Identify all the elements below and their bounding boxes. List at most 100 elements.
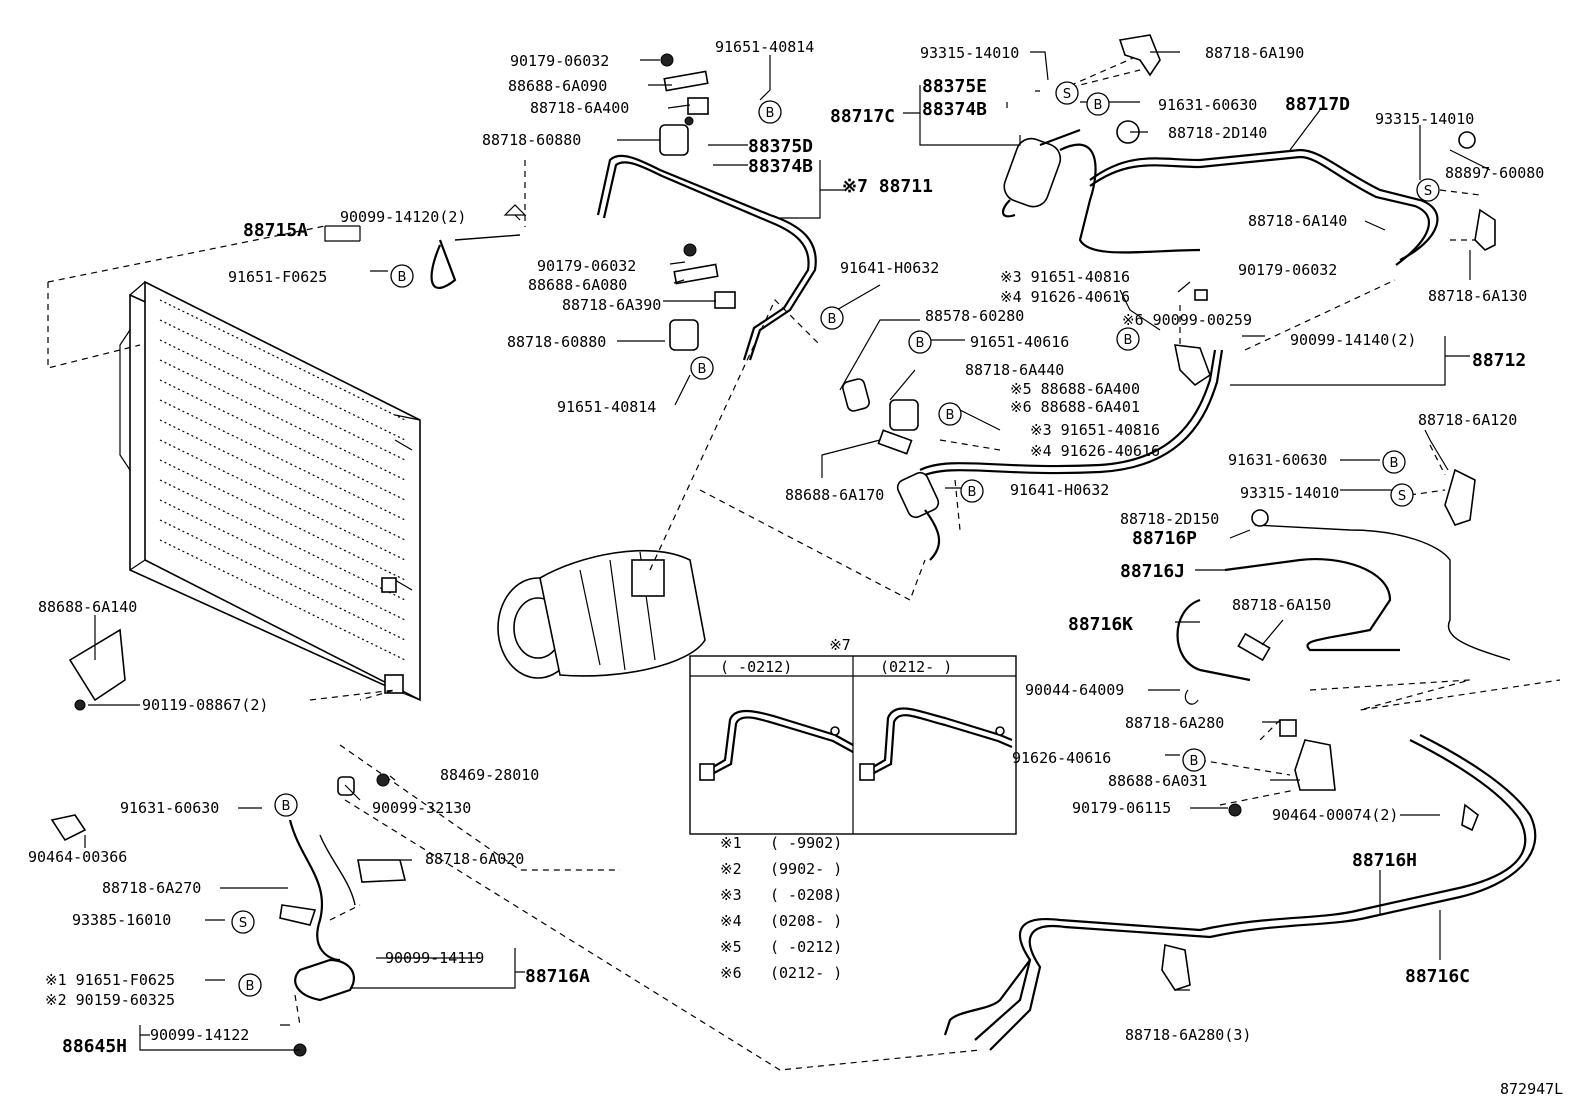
- part-label: ※4 91626-40616: [1030, 442, 1160, 460]
- svg-text:B: B: [946, 408, 955, 423]
- part-label: 90119-08867(2): [142, 696, 268, 714]
- legend-mark-2: ※2: [720, 860, 742, 878]
- svg-text:B: B: [282, 799, 291, 814]
- part-label: 91631-60630: [1228, 451, 1327, 469]
- pipes-and-hoses: [288, 128, 1537, 1051]
- marker-b: B: [1182, 748, 1206, 772]
- part-label: 90179-06115: [1072, 799, 1171, 817]
- part-label: 88718-6A280: [1125, 714, 1224, 732]
- part-label: 88645H: [62, 1036, 127, 1057]
- part-label: 88718-6A440: [965, 361, 1064, 379]
- part-label: 91631-60630: [1158, 96, 1257, 114]
- part-label: 91651-40814: [557, 398, 656, 416]
- part-label: 88718-2D140: [1168, 124, 1267, 142]
- svg-text:B: B: [1124, 333, 1133, 348]
- legend-range-2: (9902- ): [770, 860, 842, 878]
- compressor-drawing: [497, 549, 706, 679]
- marker-b: B: [238, 973, 262, 997]
- part-label: 91631-60630: [120, 799, 219, 817]
- part-label: 90044-64009: [1025, 681, 1124, 699]
- svg-text:B: B: [1390, 456, 1399, 471]
- legend: ※1 ( -9902) ※2 (9902- ) ※3 ( -0208) ※4 (…: [720, 834, 842, 982]
- part-label: 88717D: [1285, 94, 1350, 115]
- part-label: 93315-14010: [1375, 110, 1474, 128]
- inset-col1-header: ( -0212): [720, 658, 792, 676]
- part-label: 88716J: [1120, 561, 1185, 582]
- part-label: 88716P: [1132, 528, 1197, 549]
- part-label: 88718-6A190: [1205, 44, 1304, 62]
- small-parts: [50, 34, 1496, 1057]
- marker-b: B: [1116, 327, 1140, 351]
- part-label: 88718-2D150: [1120, 510, 1219, 528]
- part-label: 88716K: [1068, 614, 1133, 635]
- part-label: 88688-6A090: [508, 77, 607, 95]
- part-label: 90464-00074(2): [1272, 806, 1398, 824]
- svg-text:B: B: [246, 979, 255, 994]
- part-label: ※3 91651-40816: [1000, 268, 1130, 286]
- svg-text:S: S: [1063, 87, 1071, 102]
- svg-text:B: B: [398, 270, 407, 285]
- part-label: 88715A: [243, 220, 308, 241]
- part-label: 88578-60280: [925, 307, 1024, 325]
- part-label: ※6 90099-00259: [1122, 311, 1252, 329]
- part-label: 88688-6A080: [528, 276, 627, 294]
- part-label: 88374B: [922, 99, 987, 120]
- part-label: 88716C: [1405, 966, 1470, 987]
- legend-mark-5: ※5: [720, 938, 742, 956]
- part-label: ※1 91651-F0625: [45, 971, 175, 989]
- part-label: 90099-14120(2): [340, 208, 466, 226]
- part-label: 93385-16010: [72, 911, 171, 929]
- marker-b: B: [938, 402, 962, 426]
- svg-text:S: S: [1398, 489, 1406, 504]
- part-label: 90099-14140(2): [1290, 331, 1416, 349]
- part-label: 88718-6A150: [1232, 596, 1331, 614]
- marker-b: B: [274, 793, 298, 817]
- part-label: 88718-6A120: [1418, 411, 1517, 429]
- part-label: ※2 90159-60325: [45, 991, 175, 1009]
- part-label: 91651-40616: [970, 333, 1069, 351]
- part-label: 88718-6A390: [562, 296, 661, 314]
- marker-b: B: [690, 356, 714, 380]
- part-label: 88717C: [830, 106, 895, 127]
- part-label: 90179-06032: [537, 257, 636, 275]
- svg-text:B: B: [828, 312, 837, 327]
- marker-b: B: [758, 100, 782, 124]
- svg-text:B: B: [968, 485, 977, 500]
- inset-box: ※7 ( -0212) (0212- ): [689, 636, 1017, 835]
- legend-mark-3: ※3: [720, 886, 742, 904]
- part-label: 88718-60880: [507, 333, 606, 351]
- part-label: 91626-40616: [1012, 749, 1111, 767]
- part-label: ※4 91626-40616: [1000, 288, 1130, 306]
- part-label: 88469-28010: [440, 766, 539, 784]
- part-label: 91641-H0632: [1010, 481, 1109, 499]
- part-label: 88718-6A140: [1248, 212, 1347, 230]
- part-label: 91651-F0625: [228, 268, 327, 286]
- part-label: 93315-14010: [1240, 484, 1339, 502]
- part-label: 90099-32130: [372, 799, 471, 817]
- legend-range-6: (0212- ): [770, 964, 842, 982]
- marker-b: B: [908, 330, 932, 354]
- legend-range-3: ( -0208): [770, 886, 842, 904]
- part-label: 88897-60080: [1445, 164, 1544, 182]
- marker-s: S: [1416, 178, 1440, 202]
- part-label: 88374B: [748, 156, 813, 177]
- legend-mark-1: ※1: [720, 834, 742, 852]
- marker-b: B: [390, 264, 414, 288]
- legend-mark-4: ※4: [720, 912, 742, 930]
- legend-range-5: ( -0212): [770, 938, 842, 956]
- circled-markers: B B B B S B S B B B B B S B B S B: [231, 81, 1440, 997]
- svg-text:B: B: [1094, 98, 1103, 113]
- diagram-id: 872947L: [1500, 1080, 1563, 1098]
- part-label: 88718-6A130: [1428, 287, 1527, 305]
- marker-s: S: [1055, 81, 1079, 105]
- part-label: 88718-6A270: [102, 879, 201, 897]
- part-label: 88716A: [525, 966, 590, 987]
- part-label: 90099-14122: [150, 1026, 249, 1044]
- part-label: 88718-6A020: [425, 850, 524, 868]
- svg-text:B: B: [1190, 754, 1199, 769]
- part-label: 88712: [1472, 350, 1526, 371]
- part-label: 88375D: [748, 136, 813, 157]
- part-label: 90179-06032: [1238, 261, 1337, 279]
- legend-mark-6: ※6: [720, 964, 742, 982]
